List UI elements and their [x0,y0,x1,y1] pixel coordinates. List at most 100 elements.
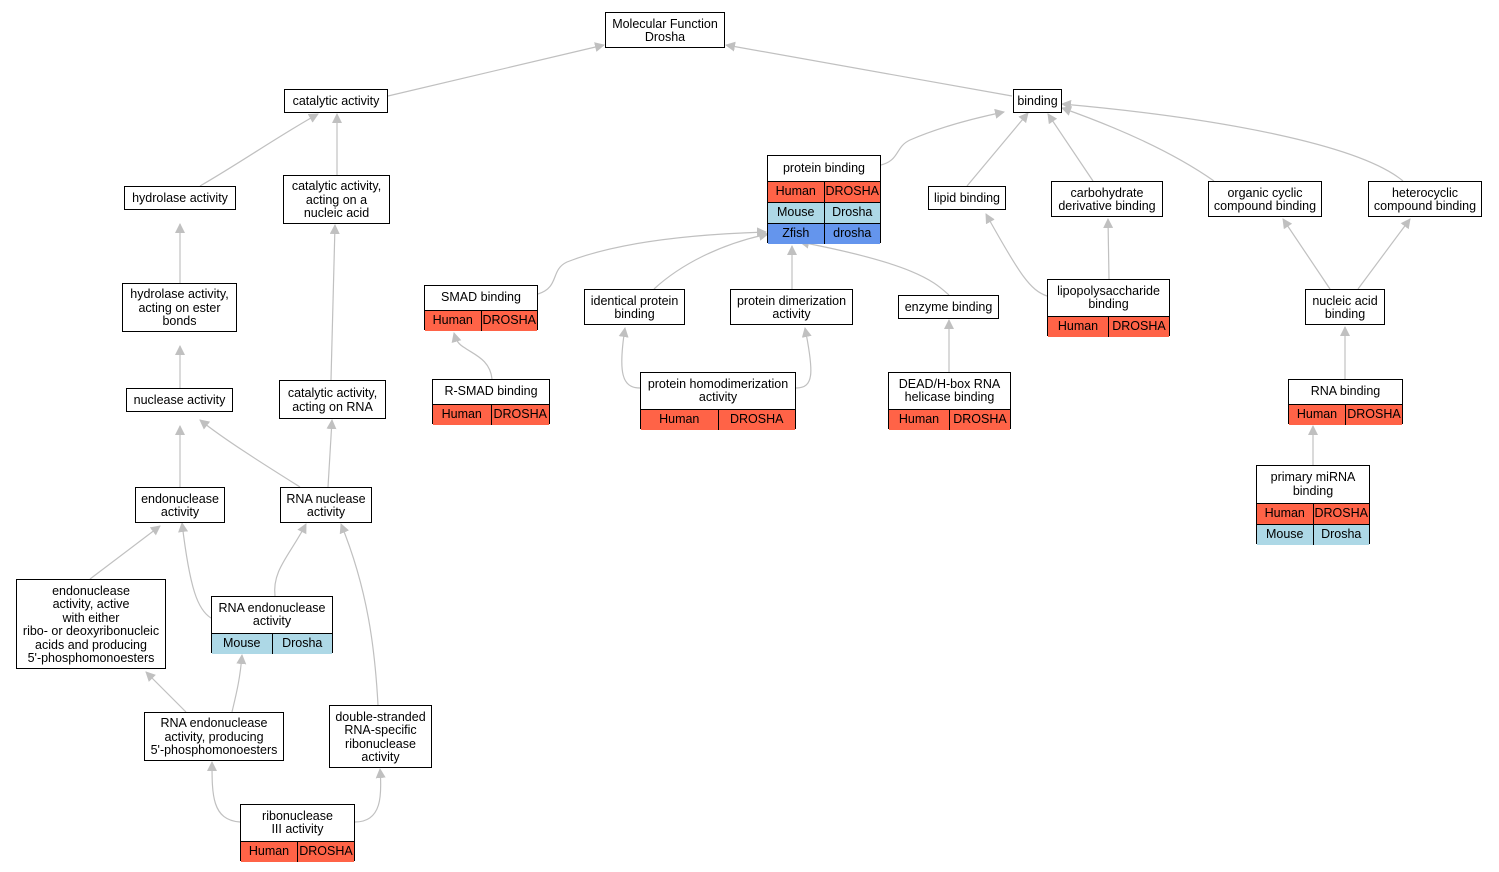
node-endonuclease-active-with-either[interactable]: endonuclease activity, active with eithe… [16,579,166,669]
node-catalytic-activity[interactable]: catalytic activity [284,89,388,113]
edge-arrow [329,224,340,381]
edge-arrow [1061,99,1404,182]
gene-cell[interactable]: DROSHA [297,842,354,862]
node-double-stranded-rna-specific-ribonuclease[interactable]: double-stranded RNA-specific ribonucleas… [329,705,432,768]
node-label: heterocyclic compound binding [1373,185,1477,213]
gene-cell[interactable]: DROSHA [1345,405,1402,425]
edge-arrow [1047,113,1094,182]
gene-cell[interactable]: Drosha [1312,525,1369,545]
node-rna-nuclease-activity[interactable]: RNA nuclease activity [280,487,372,523]
node-endonuclease-activity[interactable]: endonuclease activity [135,487,225,523]
node-label: catalytic activity [292,94,380,109]
node-label: Molecular Function Drosha [612,16,718,44]
edge-arrow [207,761,241,823]
species-cell: Human [768,182,824,202]
node-rna-endonuclease-producing-5p[interactable]: RNA endonuclease activity, producing 5'-… [144,712,284,761]
edge-arrow [537,227,767,295]
gene-cell[interactable]: Drosha [823,203,880,223]
gene-cell[interactable]: DROSHA [480,311,537,331]
node-label: primary miRNA binding [1270,470,1356,498]
edge-arrow [618,327,641,389]
node-lipid-binding[interactable]: lipid binding [928,186,1006,210]
node-enzyme-binding[interactable]: enzyme binding [898,295,999,319]
node-nuclease-activity[interactable]: nuclease activity [126,388,233,412]
node-label: binding [1017,94,1058,109]
node-heterocyclic-compound-binding[interactable]: heterocyclic compound binding [1368,181,1482,217]
node-label: SMAD binding [441,290,521,305]
node-catalytic-activity-acting-on-nucleic-acid[interactable]: catalytic activity, acting on a nucleic … [283,175,390,224]
node-label: protein homodimerization activity [647,376,789,404]
gene-cell[interactable]: DROSHA [1108,317,1169,337]
species-cell: Zfish [768,224,824,244]
edge-arrow [387,42,605,97]
node-label: organic cyclic compound binding [1213,185,1317,213]
node-label: identical protein binding [590,293,679,321]
edge-arrow [451,332,493,380]
edge-arrow [966,112,1029,187]
edge-arrow [231,654,247,713]
species-cell: Human [433,405,491,425]
species-cell: Mouse [212,634,272,654]
node-organic-cyclic-compound-binding[interactable]: organic cyclic compound binding [1208,181,1322,217]
gene-cell[interactable]: DROSHA [490,405,549,425]
node-hydrolase-activity[interactable]: hydrolase activity [124,186,236,210]
node-label: RNA binding [1310,384,1381,399]
edge-arrow [1282,218,1331,290]
gene-cell[interactable]: DROSHA [717,410,795,430]
edge-arrow [1061,106,1215,182]
node-protein-dimerization-activity[interactable]: protein dimerization activity [730,289,853,325]
node-label: enzyme binding [904,300,993,315]
node-carbohydrate-derivative-binding[interactable]: carbohydrate derivative binding [1051,181,1163,217]
node-label: catalytic activity, acting on a nucleic … [291,179,382,221]
node-identical-protein-binding[interactable]: identical protein binding [584,289,685,325]
node-label: nuclease activity [133,393,226,408]
node-label: nucleic acid binding [1312,293,1378,321]
edge-arrow [799,238,950,296]
gene-cell[interactable]: DROSHA [949,410,1010,430]
node-label: lipid binding [933,191,1001,206]
node-label: RNA endonuclease activity, producing 5'-… [150,716,278,758]
node-nucleic-acid-binding[interactable]: nucleic acid binding [1305,289,1385,325]
species-cell: Human [1048,317,1108,337]
species-cell: Human [889,410,949,430]
gene-cell[interactable]: drosha [823,224,880,244]
edge-arrow [339,523,379,706]
gene-cell[interactable]: DROSHA [823,182,880,202]
gene-cell[interactable]: DROSHA [1312,504,1369,524]
species-cell: Human [1257,504,1313,524]
species-cell: Human [241,842,297,862]
node-label: RNA nuclease activity [286,491,366,519]
node-hydrolase-activity-acting-on-ester-bonds[interactable]: hydrolase activity, acting on ester bond… [122,283,237,332]
node-label: endonuclease activity [141,491,219,519]
edge-arrow [178,522,212,619]
edge-arrow [1357,218,1411,290]
species-cell: Mouse [1257,525,1313,545]
gene-cell[interactable]: Drosha [271,634,332,654]
node-molecular-function-drosha[interactable]: Molecular Function Drosha [605,12,725,48]
node-label: hydrolase activity, acting on ester bond… [130,287,229,329]
node-binding[interactable]: binding [1013,89,1062,113]
node-catalytic-activity-acting-on-rna[interactable]: catalytic activity, acting on RNA [279,380,386,419]
edge-arrow [1103,218,1114,280]
edge-arrow [880,108,1005,166]
